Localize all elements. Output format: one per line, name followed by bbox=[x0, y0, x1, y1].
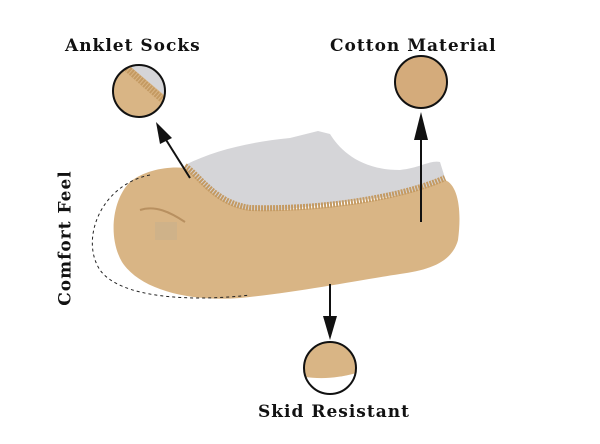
label-skid-resistant: Skid Resistant bbox=[258, 402, 410, 422]
sock-trim bbox=[183, 163, 447, 212]
cotton-detail-circle bbox=[394, 55, 448, 109]
anklet-detail-circle bbox=[112, 64, 166, 118]
sock-body bbox=[113, 167, 460, 299]
arrow-skid bbox=[323, 284, 337, 340]
comfort-dashed-outline bbox=[91, 174, 251, 299]
arrow-anklet bbox=[156, 122, 191, 179]
sock-liner bbox=[185, 131, 445, 220]
label-comfort-feel: Comfort Feel bbox=[55, 170, 76, 306]
label-cotton-material: Cotton Material bbox=[330, 36, 497, 56]
skid-detail-circle bbox=[303, 341, 357, 395]
label-anklet-socks: Anklet Socks bbox=[65, 36, 201, 56]
arrow-cotton bbox=[414, 112, 428, 222]
